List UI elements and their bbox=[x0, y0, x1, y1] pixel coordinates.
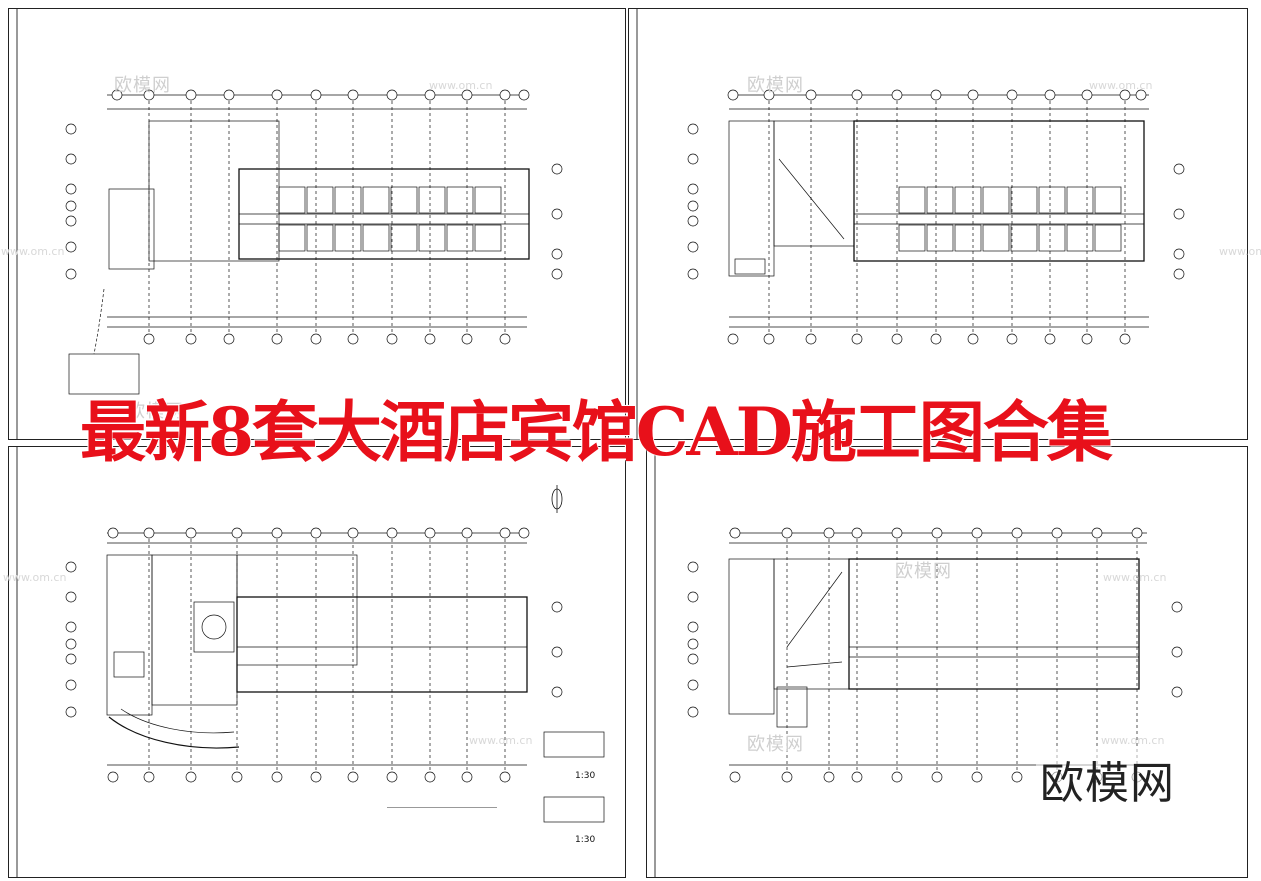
north-arrow-icon bbox=[551, 485, 563, 513]
floor-plan-2 bbox=[636, 9, 1185, 439]
watermark-url: www.om.cn bbox=[1101, 734, 1165, 747]
watermark-url: www.om.cn bbox=[3, 571, 67, 584]
floor-plan-1 bbox=[16, 9, 563, 439]
general-notes bbox=[387, 807, 497, 848]
detail-scale-b: 1:30 bbox=[575, 835, 596, 845]
watermark-logo: 欧模网 bbox=[895, 561, 952, 582]
drawing-sheet-3: 欧模网 www.om.cn www.om.cn 1:30 1:30 bbox=[3, 401, 626, 878]
watermark-url: www.om.cn bbox=[1089, 79, 1153, 92]
watermark-url: www.om.cn bbox=[1103, 571, 1167, 584]
watermark-logo: 欧模网 bbox=[747, 75, 804, 96]
promo-headline: 最新8套大酒店宾馆CAD施工图合集 bbox=[80, 393, 1113, 471]
watermark-url: www.om.cn bbox=[429, 79, 493, 92]
watermark-logo: 欧模网 bbox=[747, 734, 804, 755]
drawing-sheet-2: 欧模网 www.om.cn www.om.cn bbox=[628, 8, 1261, 440]
watermark-logo: 欧模网 bbox=[127, 401, 184, 422]
watermark-url: www.om.cn bbox=[1219, 245, 1261, 258]
watermark-logo: 欧模网 bbox=[114, 75, 171, 96]
floor-plan-3 bbox=[16, 447, 605, 877]
watermark-url: www.om.cn bbox=[469, 734, 533, 747]
drawing-sheet-4: 欧模网 欧模网 www.om.cn www.om.cn bbox=[646, 446, 1248, 878]
watermark-url: www.om.cn bbox=[1, 245, 65, 258]
drawing-sheet-1: 欧模网 www.om.cn www.om.cn bbox=[1, 8, 626, 440]
detail-scale-a: 1:30 bbox=[575, 771, 596, 781]
brand-logo: 欧模网 bbox=[1036, 747, 1179, 811]
floor-plan-4 bbox=[654, 447, 1183, 877]
